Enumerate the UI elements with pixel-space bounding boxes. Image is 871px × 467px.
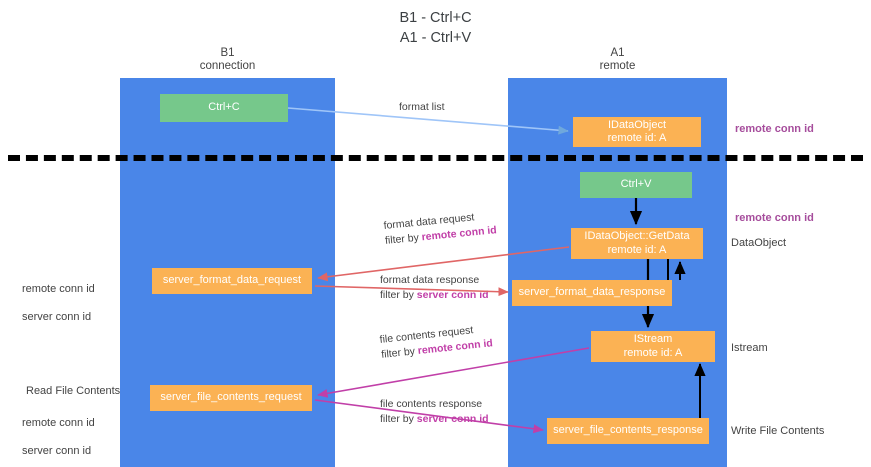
filter-key-server-conn-id: server conn id: [416, 413, 489, 425]
filter-prefix: filter by: [380, 413, 417, 425]
node-server-file-contents-response[interactable]: server_file_contents_response: [547, 418, 709, 444]
edge-label-file-contents-response: file contents response filter by server …: [380, 397, 489, 427]
node-ctrl-v[interactable]: Ctrl+V: [580, 172, 692, 198]
annotation-remote-conn-id: remote conn id: [22, 283, 95, 295]
edge-label-line1: file contents response: [380, 398, 483, 410]
lane-header-b1: B1 connection: [199, 47, 256, 72]
annotation-remote-conn-id-2: remote conn id: [22, 417, 95, 429]
phase-divider: [8, 155, 863, 161]
filter-key-server-conn-id: server conn id: [416, 289, 489, 301]
edge-label-line2: filter by server conn id: [380, 288, 489, 303]
annotation-read-file-contents: Read File Contents: [26, 385, 121, 397]
edge-label-line1: format data response: [380, 274, 480, 286]
annotation-write-file-contents: Write File Contents: [731, 425, 825, 437]
edge-label-format-list: format list: [399, 101, 445, 113]
node-server-format-data-request[interactable]: server_format_data_request: [152, 268, 312, 294]
annotation-istream: Istream: [731, 342, 768, 354]
node-server-file-contents-request[interactable]: server_file_contents_request: [150, 385, 312, 411]
node-istream[interactable]: IStream remote id: A: [591, 331, 715, 362]
node-server-format-data-response[interactable]: server_format_data_response: [512, 280, 672, 306]
annotation-left-conn-ids-2: remote conn id server conn id: [22, 402, 95, 467]
annotation-server-conn-id-2: server conn id: [22, 445, 92, 457]
edge-label-line2: filter by server conn id: [380, 412, 489, 427]
node-idataobject-getdata[interactable]: IDataObject::GetData remote id: A: [571, 228, 703, 259]
annotation-remote-conn-id-top: remote conn id: [735, 123, 814, 135]
diagram-title: B1 - Ctrl+C A1 - Ctrl+V: [399, 10, 472, 46]
filter-prefix: filter by: [380, 345, 419, 361]
filter-prefix: filter by: [380, 289, 417, 301]
edge-label-format-data-response: format data response filter by server co…: [380, 273, 489, 303]
node-idataobject[interactable]: IDataObject remote id: A: [573, 117, 701, 147]
annotation-server-conn-id: server conn id: [22, 311, 92, 323]
filter-prefix: filter by: [384, 231, 423, 247]
node-ctrl-c[interactable]: Ctrl+C: [160, 94, 288, 122]
edge-label-format-data-request: format data request filter by remote con…: [383, 208, 497, 249]
annotation-dataobject: DataObject: [731, 237, 787, 249]
lane-header-a1: A1 remote: [599, 47, 636, 72]
edge-label-file-contents-request: file contents request filter by remote c…: [379, 321, 494, 363]
annotation-remote-conn-id-mid: remote conn id: [735, 212, 814, 224]
annotation-left-conn-ids: remote conn id server conn id: [22, 268, 95, 338]
